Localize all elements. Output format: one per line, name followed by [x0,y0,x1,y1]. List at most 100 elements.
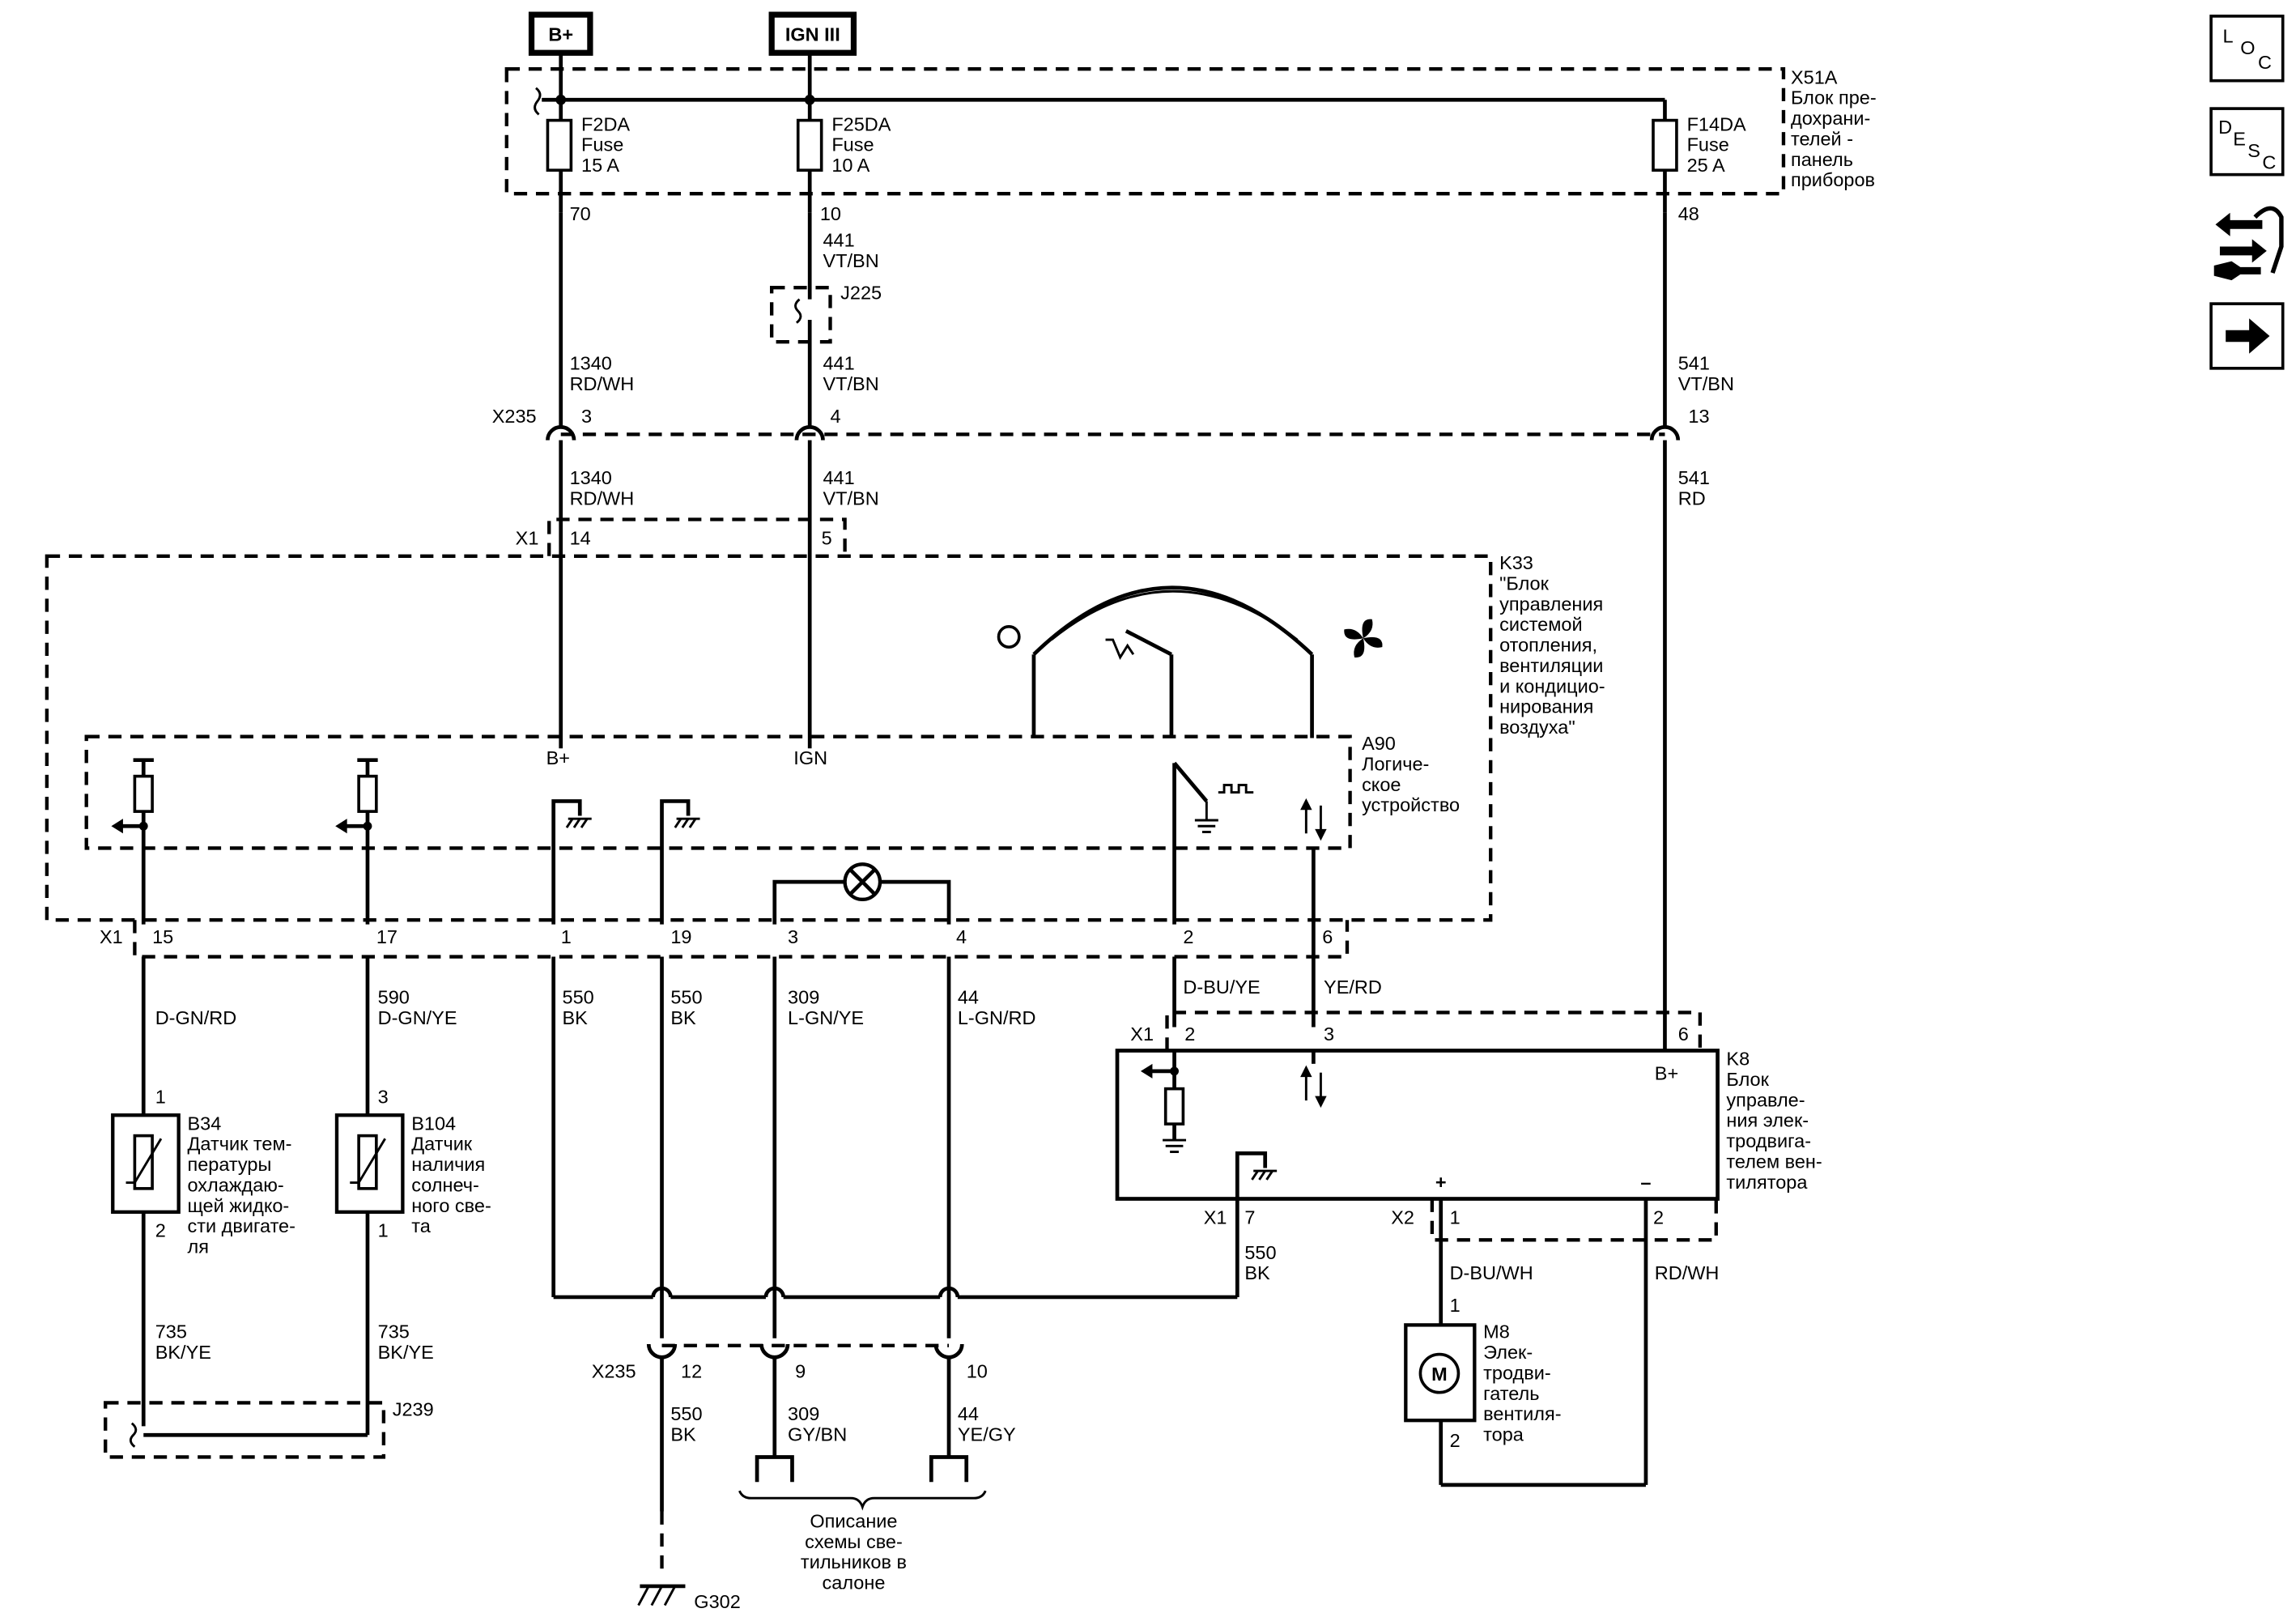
a90-desc: ское [1362,774,1401,795]
reference-note: салоне [823,1572,886,1594]
fuse-f25da [796,118,823,172]
connector-pin: 14 [570,527,591,548]
k8-desc: Блок [1726,1069,1769,1090]
wire-color: VT/BN [823,250,878,271]
connector-pin: 5 [822,527,832,548]
wire-circuit: 550 [563,986,594,1007]
b34-desc: Датчик тем- [188,1134,292,1155]
loc-icon[interactable]: L O C [2209,15,2285,83]
sensor-pullup-17 [335,758,378,925]
x1-bottom-connector: X1 15 17 1 19 3 4 2 6 [100,920,1350,959]
x51a-desc: телей - [1791,128,1853,149]
fuse-type: Fuse [581,134,623,155]
k8-x1-label: X1 [1130,1023,1154,1045]
connector-pin: 4 [956,926,967,947]
fuse-rating: 10 A [831,155,870,176]
b34-coolant-temp-sensor: 1 2 B34 Датчик тем- пературы охлаждаю- щ… [111,1087,296,1427]
icon-letter: C [2258,52,2272,73]
wire-color: VT/BN [823,373,878,394]
connector-pin: 2 [1184,1023,1195,1045]
b34-desc: щей жидко- [188,1195,290,1216]
b104-desc: та [411,1215,431,1236]
k33-desc: отопления, [1499,635,1597,656]
b104-desc: Датчик [411,1134,473,1155]
fan-icon [1344,619,1383,657]
desc-icon[interactable]: D E S C [2209,107,2285,177]
connector-pin: 3 [581,406,592,427]
connector-pin: 2 [1183,926,1193,947]
b34-desc: охлаждаю- [188,1174,284,1195]
a90-label: A90 [1362,733,1396,754]
connector-pin: 4 [831,406,841,427]
wire-color: BK [670,1424,696,1445]
wire-circuit: 1340 [570,353,612,374]
k8-desc: тилятора [1726,1172,1808,1193]
connector-pin: 7 [1244,1206,1255,1228]
a90-desc: устройство [1362,794,1460,815]
fuse-rating: 25 A [1687,155,1725,176]
b104-label: B104 [411,1113,456,1134]
wire-color: D-BU/YE [1183,977,1260,998]
x51a-desc: приборов [1791,169,1875,190]
wire-circuit: 309 [788,986,819,1007]
x51a-desc: дохрани- [1791,108,1870,129]
wire-color: BK/YE [155,1342,211,1363]
wire-circuit: 590 [378,986,410,1007]
wire-color: D-GN/YE [378,1007,457,1028]
reference-note: Описание [810,1510,897,1531]
fuse-pin: 48 [1678,203,1699,224]
m8-desc: вентиля- [1483,1403,1561,1424]
a90-desc: Логиче- [1362,753,1429,774]
k8-plus: + [1435,1172,1447,1193]
wire-color: RD/WH [1655,1262,1720,1283]
wire-circuit: 441 [823,467,854,488]
x235-bottom-label: X235 [592,1361,636,1382]
m8-desc: тора [1483,1424,1524,1445]
bplus-source: B+ [528,11,593,56]
x235-top-label: X235 [492,406,537,427]
b104-sun-load-sensor: 3 1 B104 Датчик наличия солнеч- ного све… [334,1087,491,1436]
icon-letter: C [2262,151,2276,172]
reference-bracket [738,1490,987,1511]
k8-blower-motor-control-module: X1 2 3 6 B+ + – K8 Блок управле- н [1115,1011,1822,1485]
m8-desc: тродви- [1483,1362,1551,1383]
blower-speed-dial-symbol [997,585,1383,738]
ign3-label: IGN III [785,24,840,45]
fuse-f2da [546,118,573,172]
sensor-pullup-15 [111,758,154,925]
wire-color: YE/RD [1324,977,1382,998]
g302-label: G302 [694,1591,740,1612]
wire-color: BK/YE [378,1342,434,1363]
b34-desc: пературы [188,1154,272,1175]
k8-desc: управле- [1726,1089,1805,1110]
wire-circuit: 550 [1244,1242,1276,1263]
x51a-desc: панель [1791,149,1853,170]
wire-color: D-BU/WH [1450,1262,1533,1283]
wire-circuit: 550 [670,986,702,1007]
wire-color: VT/BN [1678,373,1734,394]
wire-color: RD/WH [570,487,635,509]
fuse-pin: 10 [820,203,841,224]
next-arrow-icon[interactable] [2209,302,2285,370]
k33-desc: и кондицио- [1499,675,1605,696]
wire-color: BK [563,1007,589,1028]
wire-color: YE/GY [958,1424,1016,1445]
icon-letter: D [2218,117,2232,138]
connector-pin: 2 [1653,1206,1664,1228]
connector-pin: 1 [561,926,572,947]
connector-pin: 10 [967,1361,988,1382]
k33-desc: управления [1499,594,1603,615]
b104-desc: ного све- [411,1195,491,1216]
m8-desc: Элек- [1483,1342,1533,1363]
icon-letter: E [2233,128,2246,149]
upper-wiring: J225 441 VT/BN 1340 RD/WH 441 VT/BN 541 … [492,212,1734,1028]
k8-minus: – [1640,1172,1651,1193]
lower-wiring: D-GN/RD 590 D-GN/YE 550 BK 550 BK 309 L-… [141,956,1382,1612]
diagnostic-icon[interactable] [2213,206,2284,281]
wire-circuit: 541 [1678,467,1710,488]
ground-symbol [551,799,592,925]
sensor-pin: 2 [155,1220,166,1241]
k8-x2-label: X2 [1391,1206,1414,1228]
m8-label: M8 [1483,1321,1510,1343]
